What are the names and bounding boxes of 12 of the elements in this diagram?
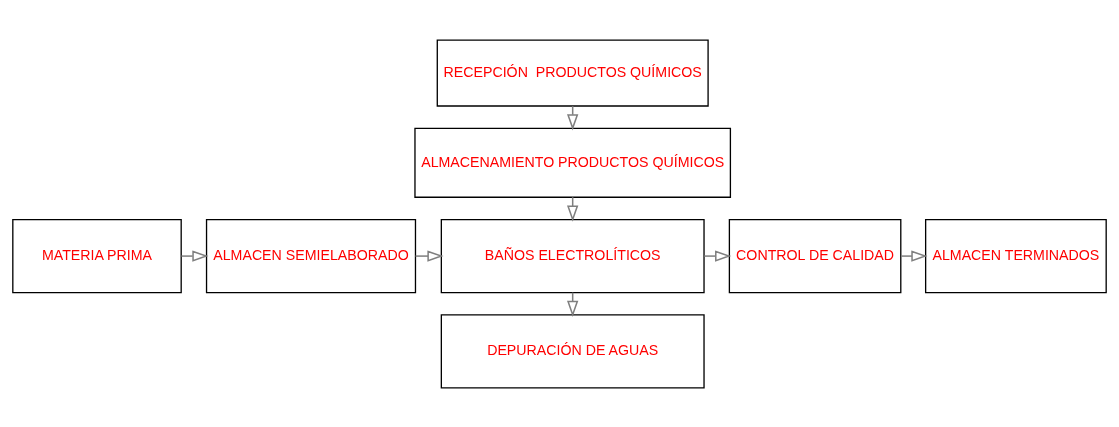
node-box: ALMACEN TERMINADOS [925,218,1107,293]
arrow [414,249,444,262]
node-box: MATERIA PRIMA [12,218,182,293]
node-box: BAÑOS ELECTROLÍTICOS [440,218,705,293]
arrow [703,249,732,262]
arrow [180,249,209,262]
arrow [900,249,928,262]
node-box: CONTROL DE CALIDAD [728,218,902,293]
node-box: ALMACEN SEMIELABORADO [205,218,417,293]
node-box: ALMACENAMIENTO PRODUCTOS QUÍMICOS [414,127,732,198]
node-box: RECEPCIÓN PRODUCTOS QUÍMICOS [436,38,709,107]
node-box: DEPURACIÓN DE AGUAS [440,313,705,389]
